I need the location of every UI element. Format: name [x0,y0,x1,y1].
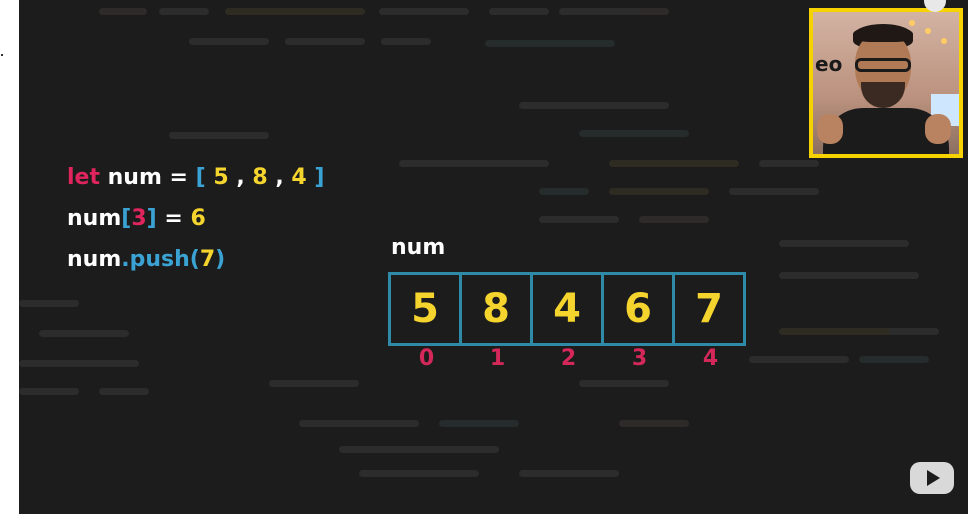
identifier: num [67,206,122,231]
identifier: num [67,247,122,272]
corner-overlay-icon [924,0,946,12]
close-bracket: ] [306,165,325,190]
close-bracket: ] [146,206,157,231]
presenter-glasses [855,58,911,72]
array-boxes: 5 8 4 6 7 [388,272,746,346]
array-cell: 6 [604,275,675,343]
webcam-overlay: eo [809,8,963,158]
literal-value: 5 [205,165,229,190]
operator: = [156,206,191,231]
method-call: .push( [121,247,200,272]
string-light [925,28,931,34]
literal-value: 4 [291,165,307,190]
code-line-push: num.push(7) [67,242,324,283]
presenter-hand [925,114,951,144]
code-line-declaration: let num = [ 5 , 8 , 4 ] [67,160,324,201]
array-cell: 5 [391,275,462,343]
close-paren: ) [215,247,226,272]
presenter-hand [817,114,843,144]
array-indices: 0 1 2 3 4 [391,346,746,371]
open-bracket: [ [195,165,206,190]
keyword-let: let [67,165,100,190]
identifier: num = [99,165,196,190]
literal-value: 7 [199,247,216,272]
array-cell: 7 [695,286,723,332]
array-index: 1 [489,346,506,371]
wall-logo: eo [815,52,843,76]
array-cell: 4 [533,275,604,343]
separator: , [267,165,292,190]
separator: , [228,165,253,190]
edge-dot [1,54,3,56]
array-cell: 8 [462,275,533,343]
array-index: 3 [631,346,648,371]
array-name-label: num [391,235,446,260]
open-bracket: [ [121,206,132,231]
code-line-assignment: num[3] = 6 [67,201,324,242]
string-light [941,38,947,44]
array-index: 0 [418,346,435,371]
literal-value: 6 [190,206,206,231]
code-block: let num = [ 5 , 8 , 4 ] num[3] = 6 num.p… [67,160,324,283]
presenter-hair-top [853,26,913,42]
array-index: 4 [702,346,719,371]
array-index: 2 [560,346,577,371]
string-light [909,20,915,26]
index-literal: 3 [131,206,147,231]
video-frame[interactable]: let num = [ 5 , 8 , 4 ] num[3] = 6 num.p… [19,0,968,514]
literal-value: 8 [252,165,268,190]
youtube-play-icon[interactable] [909,460,955,496]
